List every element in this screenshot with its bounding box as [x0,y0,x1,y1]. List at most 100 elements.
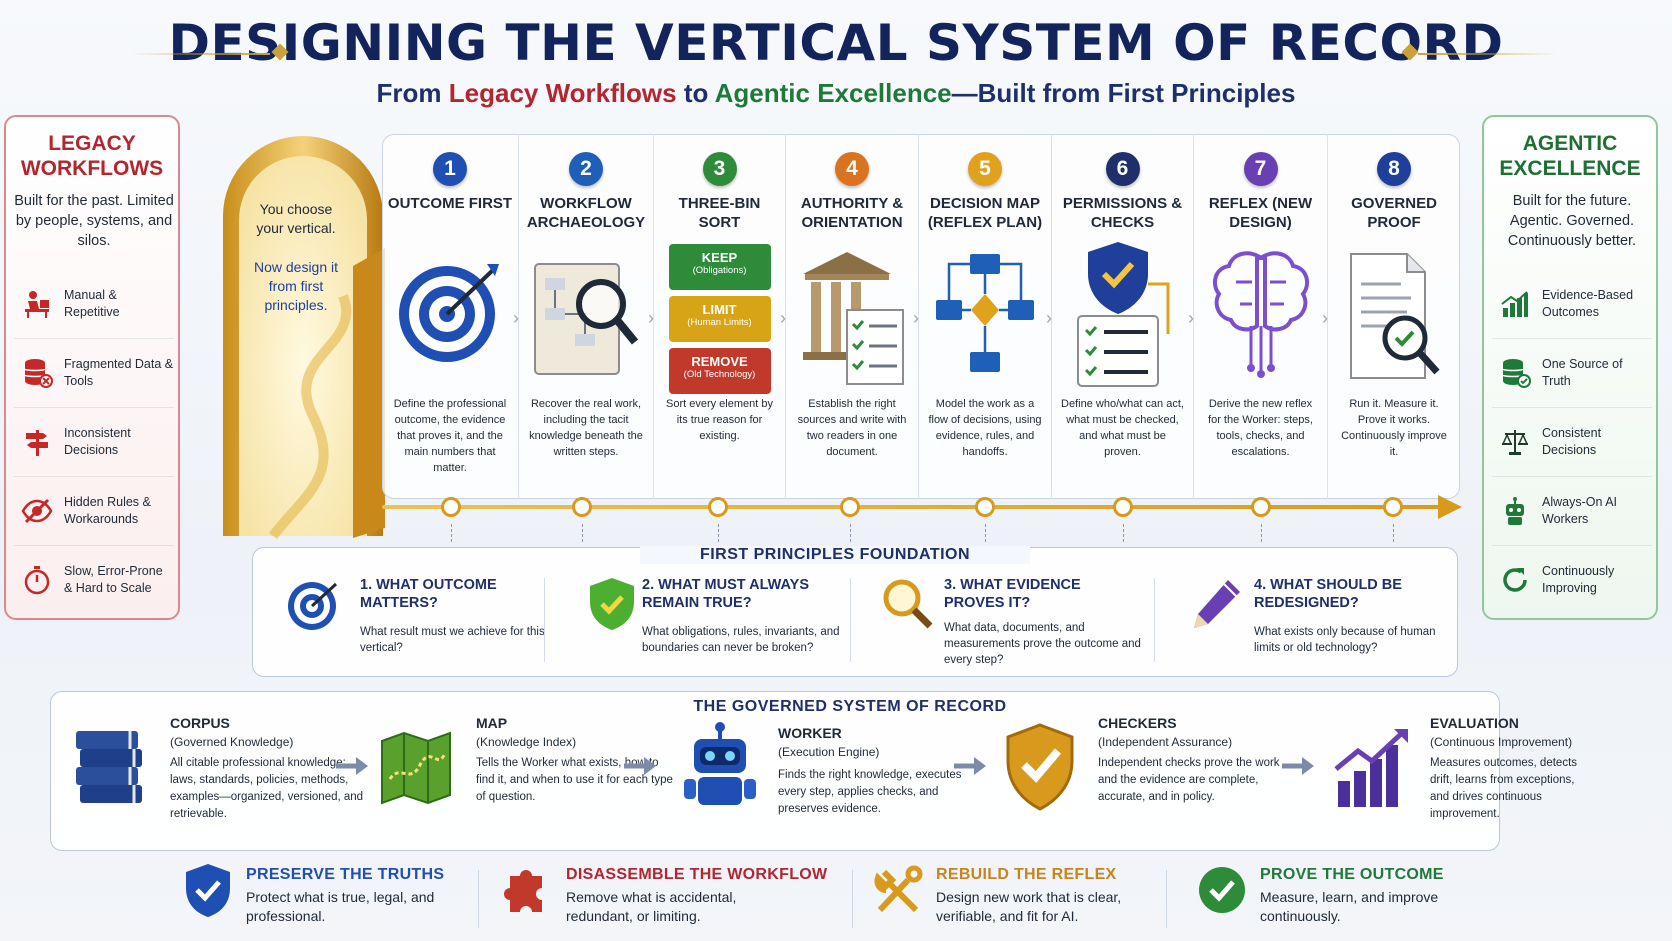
agentic-item-label: Always-On AI Workers [1542,495,1618,526]
shield-check-icon [186,864,230,917]
bin-keep: KEEP (Obligations) [668,244,771,290]
title-rule-right [1418,53,1558,55]
shield-check-icon [590,578,634,630]
agentic-title-line1: AGENTIC [1522,132,1618,155]
bin-limit-sub: (Human Limits) [687,317,752,328]
legacy-panel: LEGACY WORKFLOWS Built for the past. Lim… [4,115,180,620]
robot-icon [684,722,756,805]
foundation-heading: 3. WHAT EVIDENCE PROVES IT? [944,577,1081,611]
agentic-description: Built for the future. Agentic. Governed.… [1507,193,1637,249]
door-text-design: Now design it from first principles. [253,259,339,313]
governed-item-evaluation: EVALUATION (Continuous Improvement) Meas… [1334,705,1577,845]
legacy-item: Slow, Error-Prone & Hard to Scale [14,545,174,614]
foundation-heading: 2. WHAT MUST ALWAYS REMAIN TRUE? [642,577,810,611]
robot-icon [1498,494,1532,528]
legacy-item-label: Slow, Error-Prone & Hard to Scale [64,564,163,595]
shield-checklist-icon [1076,242,1169,387]
governed-sub: (Knowledge Index) [476,735,577,749]
foundation-heading: 1. WHAT OUTCOME MATTERS? [360,577,497,611]
legacy-title-line2: WORKFLOWS [20,157,164,180]
agentic-item-label: Consistent Decisions [1542,426,1602,457]
principle-desc: Remove what is accidental, redundant, or… [566,889,737,924]
subtitle-to: to [676,78,715,108]
principle-heading: REBUILD THE REFLEX [936,866,1117,883]
foundation-item: 2. WHAT MUST ALWAYS REMAIN TRUE? What ob… [544,568,850,668]
principle-heading: PRESERVE THE TRUTHS [246,866,445,883]
foundation-title: FIRST PRINCIPLES FOUNDATION [640,546,1030,564]
step-description: Model the work as a flow of decisions, u… [928,398,1042,458]
step-number: 1 [433,152,467,186]
step-3: 3 THREE-BIN SORT KEEP (Obligations) LIMI… [654,134,786,499]
step-description: Define the professional outcome, the evi… [393,398,507,474]
principle-divider [478,870,479,928]
timeline-tick [1123,524,1124,542]
timeline-bar [382,505,1442,509]
step-number: 3 [702,152,737,186]
foundation-panel [252,547,1458,677]
subtitle-rest: —Built from First Principles [951,78,1296,108]
timeline-dot [975,497,995,517]
map-icon [381,731,451,805]
governed-arrow [1282,757,1314,775]
step-title: PERMISSIONS & CHECKS [1062,195,1183,231]
timeline-dot [1251,497,1271,517]
scales-icon [1498,425,1532,459]
foundation-divider [544,578,545,662]
foundation-heading: 4. WHAT SHOULD BE REDESIGNED? [1254,577,1402,611]
subtitle-from: From [376,78,449,108]
governed-desc: Independent checks prove the work and th… [1098,757,1280,803]
governed-arrow [336,757,368,775]
governed-sub: (Continuous Improvement) [1430,735,1573,749]
step-description: Define who/what can act, what must be ch… [1061,398,1184,458]
agentic-item: One Source of Truth [1492,338,1652,407]
legacy-item: Manual & Repetitive [14,269,174,338]
agentic-item: Evidence-Based Outcomes [1492,269,1652,338]
governed-heading: EVALUATION [1430,715,1519,731]
timeline-dot [840,497,860,517]
agentic-title-line2: EXCELLENCE [1499,157,1641,180]
principle-rebuild: REBUILD THE REFLEX Design new work that … [872,860,1182,938]
legacy-title: LEGACY WORKFLOWS [6,131,178,181]
governed-desc: Tells the Worker what exists, how to fin… [476,757,673,803]
title-rule-left [130,53,270,55]
legacy-list: Manual & Repetitive Fragmented Data & To… [14,269,174,614]
principle-heading: PROVE THE OUTCOME [1260,866,1444,883]
bin-remove: REMOVE (Old Technology) [668,348,771,394]
foundation-item: 3. WHAT EVIDENCE PROVES IT? What data, d… [850,568,1154,668]
agentic-panel: AGENTIC EXCELLENCE Built for the future.… [1482,115,1658,620]
governed-system-title: THE GOVERNED SYSTEM OF RECORD [693,698,1007,715]
stopwatch-icon [20,563,54,597]
step-number: 4 [835,152,869,186]
step-title: THREE-BIN SORT [678,195,761,231]
step-title: WORKFLOW ARCHAEOLOGY [526,195,646,231]
check-circle-icon [1199,867,1245,913]
golden-door-illustration [223,136,385,540]
foundation-desc: What data, documents, and measurements p… [944,622,1141,666]
bin-limit-label: LIMIT [702,302,737,317]
timeline-dot [572,497,592,517]
agentic-title: AGENTIC EXCELLENCE [1484,131,1656,181]
step-title: OUTCOME FIRST [387,195,513,212]
principle-desc: Measure, learn, and improve continuously… [1260,889,1439,924]
step-number: 2 [569,152,603,186]
workflow-magnifier-icon [534,263,639,375]
legacy-description: Built for the past. Limited by people, s… [14,193,174,249]
step-4: 4 AUTHORITY & ORIENTATION Establish the … [786,134,919,499]
step-arrow-6: › [1188,308,1194,328]
database-check-icon [1498,356,1532,390]
legacy-item: Inconsistent Decisions [14,407,174,476]
governed-heading: MAP [476,715,508,731]
step-description: Run it. Measure it. Prove it works. Cont… [1341,398,1447,458]
door-text-choose: You choose your vertical. [256,201,336,236]
bin-remove-label: REMOVE [691,354,748,369]
governed-desc: Measures outcomes, detects drift, learns… [1430,757,1578,820]
governed-sub: (Independent Assurance) [1098,735,1233,749]
foundation-desc: What obligations, rules, invariants, and… [642,626,840,654]
principle-divider [1166,870,1167,928]
step-title: REFLEX (NEW DESIGN) [1208,195,1313,231]
refresh-icon [1498,563,1532,597]
bin-keep-sub: (Obligations) [692,265,747,276]
page-subtitle: From Legacy Workflows to Agentic Excelle… [0,78,1672,109]
legacy-item-label: Fragmented Data & Tools [64,357,174,388]
timeline-dot [708,497,728,517]
